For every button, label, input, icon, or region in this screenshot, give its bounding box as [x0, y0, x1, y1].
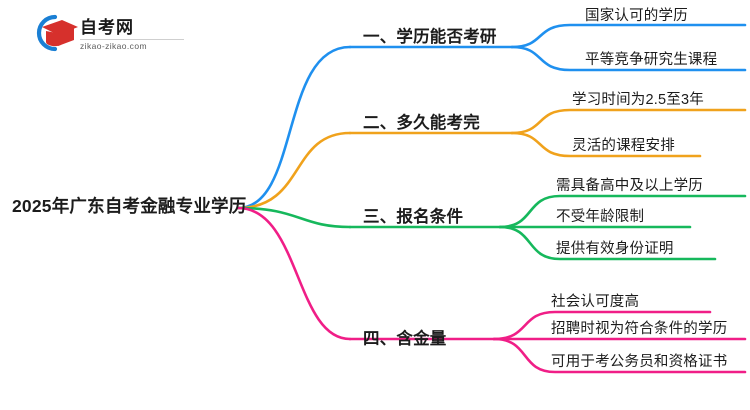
branch-4-wires [236, 206, 747, 374]
logo-text-block: 自考网 zikao-zikao.com [80, 18, 184, 51]
logo-name-cn: 自考网 [80, 17, 134, 37]
root-node-label: 2025年广东自考金融专业学历 [12, 196, 247, 216]
branch-1-stem [236, 45, 352, 210]
leaf-label-3-3: 提供有效身份证明 [556, 241, 674, 257]
branch-2-stem [236, 131, 352, 210]
branch-label-3: 三、报名条件 [363, 208, 464, 226]
branch-label-4: 四、含金量 [363, 330, 447, 348]
leaf-label-2-2: 灵活的课程安排 [572, 138, 675, 154]
leaf-label-1-1: 国家认可的学历 [585, 8, 688, 24]
logo-divider [80, 38, 184, 40]
logo-domain: zikao-zikao.com [80, 40, 147, 51]
leaf-label-4-3: 可用于考公务员和资格证书 [551, 354, 728, 370]
leaf-label-3-1: 需具备高中及以上学历 [556, 178, 703, 194]
leaf-label-4-2: 招聘时视为符合条件的学历 [551, 321, 728, 337]
branch-4-stem [236, 206, 352, 341]
leaf-label-3-2: 不受年龄限制 [556, 209, 645, 225]
branch-label-1: 一、学历能否考研 [363, 28, 497, 46]
branch-3-stem [236, 206, 352, 229]
leaf-label-1-2: 平等竞争研究生课程 [585, 52, 718, 68]
site-logo[interactable]: 自考网 zikao-zikao.com [28, 10, 208, 58]
branch-2-child-1-wire [510, 108, 747, 135]
leaf-label-2-1: 学习时间为2.5至3年 [572, 92, 704, 108]
branch-1-child-1-wire [510, 23, 747, 49]
logo-mark-placeholder [28, 12, 74, 56]
leaf-label-4-1: 社会认可度高 [551, 294, 640, 310]
branch-label-2: 二、多久能考完 [363, 114, 480, 132]
